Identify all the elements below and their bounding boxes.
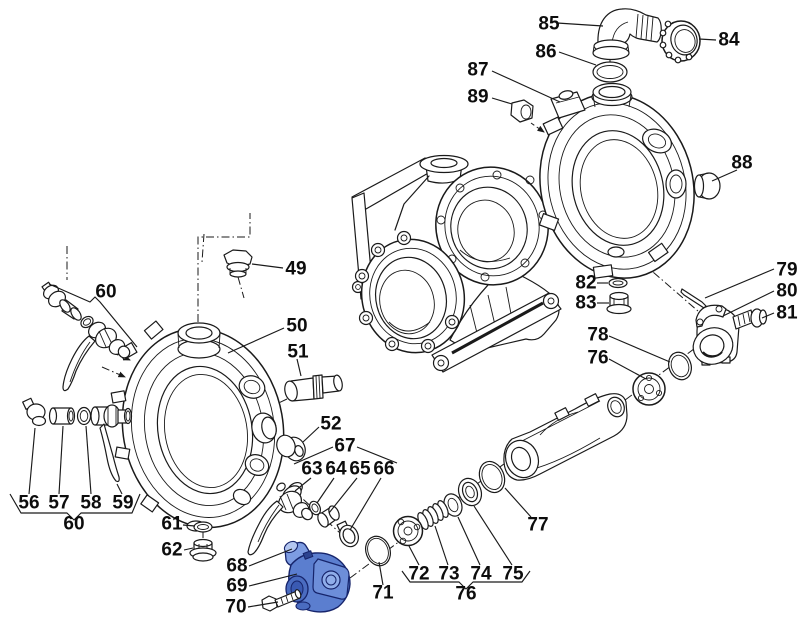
callout-76-right: 76 (587, 348, 608, 369)
right-head-cover (538, 82, 695, 279)
left-head-cover (110, 320, 285, 532)
callout-75: 75 (502, 564, 524, 585)
callout-81: 81 (776, 303, 798, 324)
callout-65: 65 (349, 459, 371, 480)
callout-60-bottom: 60 (63, 514, 84, 535)
callout-80: 80 (776, 281, 797, 302)
callout-63: 63 (301, 459, 322, 480)
callout-72: 72 (408, 564, 429, 585)
part-73-spring (417, 500, 449, 530)
part-60-valve-assembly-top (41, 281, 131, 392)
part-80-clamp (695, 304, 727, 328)
callout-73: 73 (438, 564, 459, 585)
callout-61: 61 (161, 514, 183, 535)
callout-86: 86 (535, 42, 556, 63)
callout-70: 70 (225, 597, 246, 618)
part-62-hex-plug (189, 538, 217, 562)
callout-64: 64 (325, 459, 347, 480)
part-52-plug (276, 434, 306, 462)
callout-87: 87 (467, 60, 488, 81)
part-71-o-ring (365, 535, 391, 567)
part-69-manifold-body-highlighted (283, 540, 351, 613)
part-81-bolt (732, 308, 768, 330)
part-68-inlet-stub (283, 540, 299, 554)
callout-74: 74 (470, 564, 492, 585)
pump-body-casting (351, 154, 562, 373)
part-76-valve-cartridge-right (632, 372, 666, 406)
callout-89: 89 (467, 87, 488, 108)
callout-82: 82 (575, 273, 596, 294)
part-82-washer (608, 277, 628, 289)
callout-79: 79 (776, 260, 797, 281)
callout-83: 83 (575, 293, 596, 314)
callout-78: 78 (587, 325, 608, 346)
callout-60-top: 60 (95, 282, 116, 303)
part-86-o-ring (592, 61, 628, 83)
part-56-hose-clamp (22, 397, 47, 427)
callout-59: 59 (112, 493, 133, 514)
callout-58: 58 (80, 493, 101, 514)
part-85-elbow-fitting (592, 8, 662, 61)
callout-57: 57 (48, 493, 69, 514)
callout-71: 71 (372, 583, 394, 604)
leader-lines (9, 22, 775, 608)
right-valve-body (692, 307, 740, 366)
callout-88: 88 (731, 153, 752, 174)
callout-85: 85 (538, 14, 560, 35)
part-78-o-ring (668, 351, 692, 381)
part-75-valve-seat (457, 477, 483, 507)
callout-66: 66 (373, 459, 394, 480)
part-63-ball-valve (247, 481, 313, 556)
part-83-cap-nut (606, 291, 632, 315)
discharge-manifold (503, 393, 628, 481)
part-58-o-ring (76, 406, 92, 426)
part-77-o-ring (478, 460, 506, 494)
callout-51: 51 (287, 342, 309, 363)
part-57-nipple (48, 407, 76, 425)
callout-67: 67 (334, 436, 355, 457)
callout-52: 52 (320, 414, 341, 435)
callout-76-bottom: 76 (455, 584, 476, 605)
callout-49: 49 (285, 259, 306, 280)
callout-62: 62 (161, 540, 182, 561)
part-87-flange-fitting (550, 90, 586, 119)
part-59-ball-valve (90, 404, 133, 483)
part-79-pin (680, 288, 707, 309)
part-72-valve-cage (392, 515, 424, 547)
part-61-o-ring (193, 521, 213, 533)
callout-labels: 85 86 84 87 89 88 82 83 79 80 81 78 76 4… (18, 14, 798, 618)
callout-77: 77 (527, 515, 548, 536)
part-89-hex-plug (510, 99, 534, 123)
callout-68: 68 (226, 556, 247, 577)
part-49-cap (223, 249, 253, 278)
part-70-bolt (261, 589, 302, 612)
callout-84: 84 (718, 30, 740, 51)
callout-50: 50 (286, 316, 307, 337)
part-84-lock-ring-nut (659, 20, 701, 64)
callout-56: 56 (18, 493, 39, 514)
part-51-fitting (284, 374, 343, 402)
part-88-plug (693, 172, 721, 200)
callout-69: 69 (226, 576, 247, 597)
part-66-hose-clamp (336, 520, 359, 548)
